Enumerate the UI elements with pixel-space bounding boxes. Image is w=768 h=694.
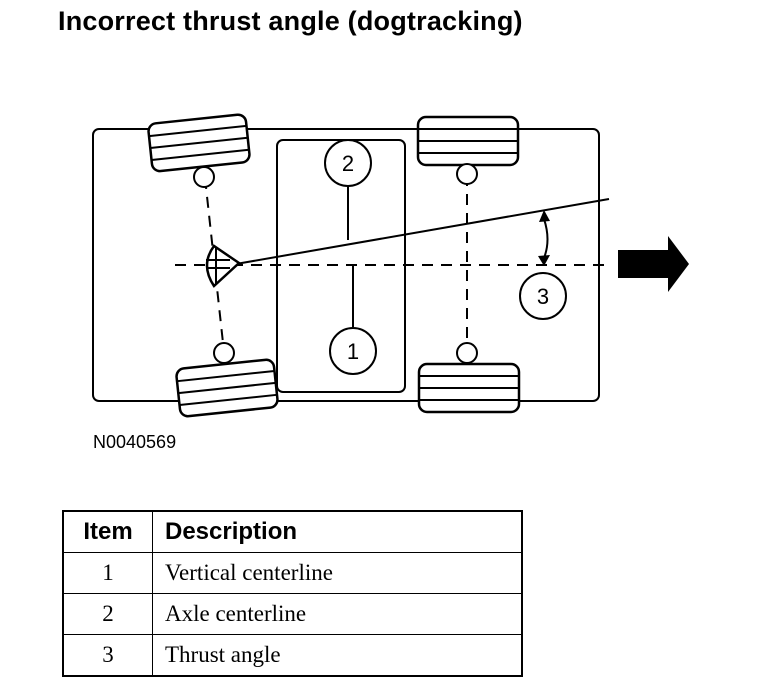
hub-rear-bottom [213, 342, 235, 364]
table-row: 3 Thrust angle [62, 634, 523, 677]
tire-front-top [416, 115, 520, 167]
dogtracking-diagram: 2 1 3 [92, 113, 689, 418]
callout-1-label: 1 [347, 339, 359, 364]
row-description: Vertical centerline [152, 552, 523, 594]
table-row: 2 Axle centerline [62, 593, 523, 635]
tire-rear-top [147, 113, 251, 173]
row-description: Thrust angle [152, 634, 523, 677]
rear-axle-line [204, 177, 225, 353]
row-item: 1 [62, 552, 153, 594]
header-description: Description [152, 510, 523, 553]
tire-front-bottom [417, 362, 521, 414]
legend-table: Item Description 1 Vertical centerline 2… [62, 510, 523, 677]
header-item: Item [62, 510, 153, 553]
thrust-angle-arc [543, 218, 549, 259]
thrust-line [235, 198, 610, 265]
arc-arrow-top [539, 210, 550, 222]
callout-3: 3 [519, 272, 567, 320]
row-description: Axle centerline [152, 593, 523, 635]
table-row: 1 Vertical centerline [62, 552, 523, 594]
callout-1: 1 [329, 327, 377, 375]
hub-front-top [456, 163, 478, 185]
row-item: 3 [62, 634, 153, 677]
hub-front-bottom [456, 342, 478, 364]
direction-arrow [618, 236, 689, 292]
hub-rear-top [193, 166, 215, 188]
differential [205, 244, 242, 288]
tire-rear-bottom [175, 358, 279, 418]
callout-3-label: 3 [537, 284, 549, 309]
callout-2-label: 2 [342, 151, 354, 176]
page-title: Incorrect thrust angle (dogtracking) [58, 6, 523, 36]
legend-header-row: Item Description [62, 510, 523, 553]
figure-id: N0040569 [93, 432, 177, 452]
callout-2: 2 [324, 139, 372, 187]
arc-arrow-bottom [538, 255, 550, 266]
row-item: 2 [62, 593, 153, 635]
